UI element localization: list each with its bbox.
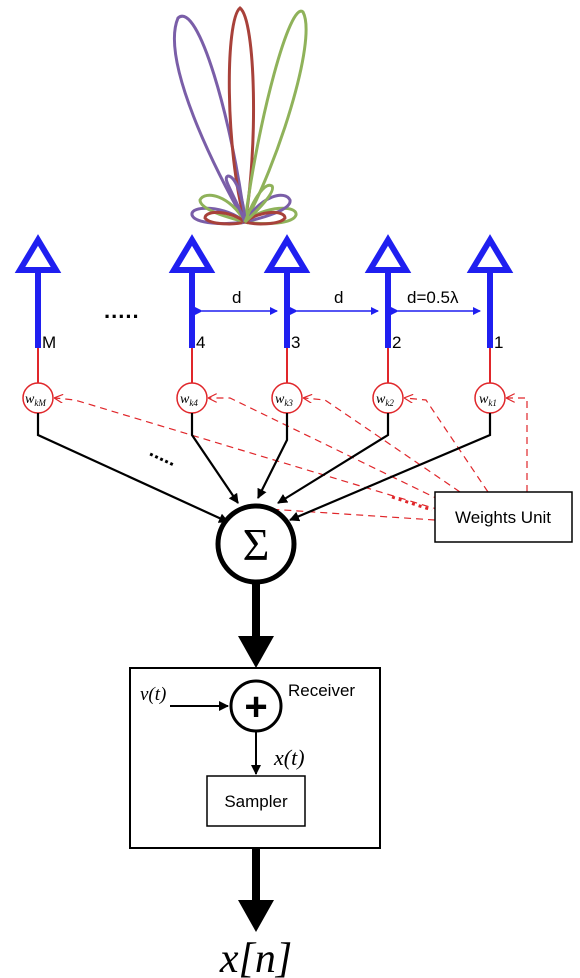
antenna-head-icon bbox=[364, 234, 412, 273]
element-label-3: 3 bbox=[291, 333, 300, 352]
spacing-label-4-3: d bbox=[232, 288, 241, 307]
noise-input-label: v(t) bbox=[140, 684, 166, 705]
adder-symbol: + bbox=[244, 685, 267, 729]
spacing-indicators: d d d=0.5λ bbox=[195, 288, 481, 315]
combiner-wiring bbox=[36, 413, 492, 524]
combiner-ellipsis: ..... bbox=[146, 439, 180, 471]
weight-3: wk3 bbox=[271, 382, 303, 414]
antenna-element-1 bbox=[466, 234, 514, 384]
element-label-M: M bbox=[42, 333, 56, 352]
weights-unit-label: Weights Unit bbox=[455, 508, 551, 527]
array-ellipsis: ..... bbox=[104, 298, 140, 323]
output-label: x[n] bbox=[219, 936, 292, 978]
wire-3 bbox=[257, 413, 289, 499]
spacing-label-2-1: d=0.5λ bbox=[407, 288, 459, 307]
side-lobe-up-left bbox=[224, 174, 247, 223]
antenna-head-icon bbox=[168, 234, 216, 273]
signal-label: x(t) bbox=[273, 745, 305, 770]
antenna-head-icon bbox=[14, 234, 62, 273]
control-line-lower bbox=[267, 508, 436, 521]
weight-control-lines bbox=[55, 398, 528, 521]
wire-4 bbox=[190, 413, 239, 504]
control-line-3 bbox=[304, 398, 461, 493]
weight-M: wkM bbox=[22, 382, 54, 414]
weight-1: wk1 bbox=[474, 382, 506, 414]
spacing-label-3-2: d bbox=[334, 288, 343, 307]
wire-2 bbox=[277, 413, 390, 504]
element-label-2: 2 bbox=[392, 333, 401, 352]
weights-unit-box bbox=[434, 491, 573, 543]
lobe-right bbox=[243, 9, 308, 223]
weight-symbol: wk1 bbox=[479, 392, 497, 408]
weights-unit: Weights Unit bbox=[434, 491, 573, 543]
antenna-array: M 4 3 2 1 ..... bbox=[14, 234, 514, 384]
output-arrowhead-icon bbox=[238, 900, 274, 932]
weight-2: wk2 bbox=[372, 382, 404, 414]
antenna-element-M bbox=[14, 234, 62, 384]
antenna-head-icon bbox=[466, 234, 514, 273]
antenna-element-3 bbox=[263, 234, 311, 384]
lobe-left bbox=[172, 14, 247, 223]
antenna-head-icon bbox=[263, 234, 311, 273]
element-label-4: 4 bbox=[196, 333, 205, 352]
weight-symbol: wk4 bbox=[180, 392, 198, 408]
weights: wkM wk4 wk3 wk2 wk1 bbox=[22, 382, 506, 414]
control-ellipsis bbox=[391, 495, 433, 512]
weight-4: wk4 bbox=[176, 382, 208, 414]
sampler-label: Sampler bbox=[224, 792, 288, 811]
lobe-center bbox=[227, 6, 256, 223]
side-lobe-right-2 bbox=[241, 193, 292, 225]
side-lobe-right-3 bbox=[241, 211, 287, 226]
sampler-box bbox=[206, 775, 306, 827]
weight-symbol: wk2 bbox=[376, 392, 394, 408]
side-lobe-left-2 bbox=[198, 193, 249, 225]
wire-M bbox=[36, 413, 229, 524]
summation-node: Σ bbox=[215, 503, 297, 585]
wire-1 bbox=[289, 413, 492, 522]
radiation-pattern bbox=[172, 6, 308, 226]
sum-symbol: Σ bbox=[243, 519, 270, 570]
control-line-M bbox=[55, 398, 441, 511]
control-line-1 bbox=[507, 398, 528, 492]
weight-symbol: wk3 bbox=[275, 392, 293, 408]
weight-symbol: wkM bbox=[25, 392, 46, 408]
side-lobe-up-right bbox=[243, 183, 274, 224]
antenna-element-2 bbox=[364, 234, 412, 384]
sum-to-receiver-arrowhead-icon bbox=[238, 636, 274, 668]
side-lobe-left-3 bbox=[203, 211, 249, 226]
element-label-1: 1 bbox=[494, 333, 503, 352]
control-line-4 bbox=[209, 398, 441, 501]
control-line-2 bbox=[405, 398, 489, 493]
antenna-element-4 bbox=[168, 234, 216, 384]
receiver-label: Receiver bbox=[288, 681, 355, 700]
receiver: Receiver v(t) + x(t) Sampler bbox=[129, 667, 381, 849]
